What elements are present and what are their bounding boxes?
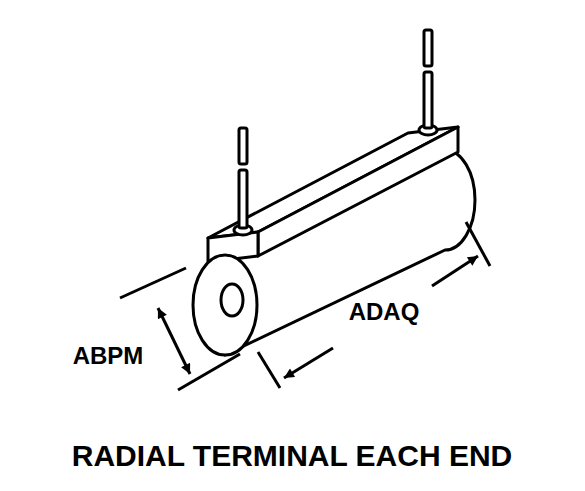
caption: RADIAL TERMINAL EACH END [72, 441, 513, 471]
center-hole [221, 284, 243, 316]
resistor-body [193, 127, 475, 355]
terminal-block-side [258, 127, 458, 256]
dimension-label: ADAQ [349, 300, 420, 324]
dimension-lines [120, 222, 490, 390]
dimension-label: ABPM [73, 344, 144, 368]
cylinder-end [193, 255, 257, 355]
radial-terminals [234, 30, 437, 235]
terminal-block-top [208, 127, 458, 238]
